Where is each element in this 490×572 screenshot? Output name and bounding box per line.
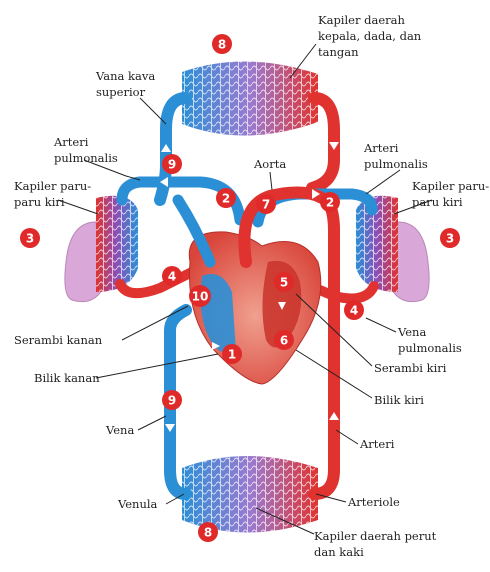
- label-serambi-kanan: Serambi kanan: [14, 333, 103, 347]
- marker-9-lower: 9: [162, 390, 182, 410]
- svg-text:8: 8: [218, 38, 226, 52]
- label-venula: Venula: [117, 497, 158, 511]
- label-vena-kava: Vana kava superior: [95, 69, 155, 99]
- svg-text:paru kiri: paru kiri: [14, 195, 65, 209]
- label-kapiler-paru-left: Kapiler paru- paru kiri: [14, 179, 91, 209]
- marker-3-left: 3: [20, 228, 40, 248]
- label-kapiler-perut: Kapiler daerah perut dan kaki: [314, 529, 437, 559]
- svg-text:1: 1: [228, 348, 236, 362]
- svg-text:2: 2: [326, 196, 334, 210]
- flow-arrows: [160, 142, 339, 432]
- marker-1-right-ventricle: 1: [222, 344, 242, 364]
- svg-text:3: 3: [26, 232, 34, 246]
- svg-text:Arteri: Arteri: [363, 141, 399, 155]
- svg-text:Aorta: Aorta: [253, 157, 286, 171]
- svg-text:tangan: tangan: [318, 45, 359, 59]
- label-kapiler-paru-right: Kapiler paru- paru kiri: [412, 179, 489, 209]
- svg-text:9: 9: [168, 394, 176, 408]
- pulmonary-vein-left: [115, 257, 217, 299]
- label-serambi-kiri: Serambi kiri: [374, 361, 447, 375]
- leader-lines: [57, 43, 433, 535]
- svg-text:4: 4: [350, 304, 358, 318]
- label-vena-pulmonalis: Vena pulmonalis: [397, 325, 462, 355]
- right-lung: [391, 221, 430, 303]
- marker-5-left-atrium: 5: [274, 272, 294, 292]
- svg-text:Kapiler daerah: Kapiler daerah: [318, 13, 406, 27]
- label-aorta: Aorta: [253, 157, 286, 171]
- svg-text:2: 2: [222, 192, 230, 206]
- marker-4-left: 4: [162, 266, 182, 286]
- svg-text:7: 7: [262, 198, 270, 212]
- label-bilik-kiri: Bilik kiri: [374, 393, 424, 407]
- marker-7-aorta: 7: [256, 194, 276, 214]
- head-capillary-bed: [182, 61, 318, 136]
- left-lung-capillaries: [96, 195, 138, 292]
- arteri-lower: [308, 186, 340, 500]
- label-arteri-pulmonalis-right: Arteri pulmonalis: [363, 141, 428, 171]
- label-vena: Vena: [105, 423, 134, 437]
- svg-text:Kapiler daerah perut: Kapiler daerah perut: [314, 529, 437, 543]
- marker-4-right: 4: [344, 300, 364, 320]
- svg-text:6: 6: [280, 334, 288, 348]
- svg-text:Arteri: Arteri: [53, 135, 89, 149]
- svg-text:kepala, dada, dan: kepala, dada, dan: [318, 29, 422, 43]
- svg-text:Vana kava: Vana kava: [95, 69, 155, 83]
- marker-10-right-atrium: 10: [189, 285, 211, 307]
- right-lung-capillaries: [356, 195, 398, 292]
- svg-text:pulmonalis: pulmonalis: [398, 341, 462, 355]
- marker-8-top: 8: [212, 34, 232, 54]
- svg-text:Vena: Vena: [397, 325, 426, 339]
- svg-text:superior: superior: [96, 85, 146, 99]
- marker-8-bottom: 8: [198, 522, 218, 542]
- svg-text:dan kaki: dan kaki: [314, 545, 364, 559]
- svg-text:8: 8: [204, 526, 212, 540]
- marker-3-right: 3: [440, 228, 460, 248]
- svg-text:3: 3: [446, 232, 454, 246]
- svg-text:9: 9: [168, 158, 176, 172]
- marker-6-left-ventricle: 6: [274, 330, 294, 350]
- svg-text:4: 4: [168, 270, 176, 284]
- label-arteri: Arteri: [359, 437, 395, 451]
- svg-text:10: 10: [192, 290, 209, 304]
- marker-9-upper: 9: [162, 154, 182, 174]
- body-capillary-bed: [182, 456, 318, 533]
- marker-2-right: 2: [320, 192, 340, 212]
- marker-2-left: 2: [216, 188, 236, 208]
- svg-text:5: 5: [280, 276, 288, 290]
- left-lung: [64, 221, 103, 303]
- svg-text:Kapiler paru-: Kapiler paru-: [412, 179, 489, 193]
- svg-text:paru kiri: paru kiri: [412, 195, 463, 209]
- label-kapiler-kepala: Kapiler daerah kepala, dada, dan tangan: [318, 13, 422, 59]
- svg-text:pulmonalis: pulmonalis: [364, 157, 428, 171]
- svg-text:Kapiler paru-: Kapiler paru-: [14, 179, 91, 193]
- label-bilik-kanan: Bilik kanan: [34, 371, 100, 385]
- label-arteri-pulmonalis-left: Arteri pulmonalis: [53, 135, 118, 165]
- label-arteriole: Arteriole: [347, 495, 400, 509]
- pulmonary-vein-right: [291, 275, 379, 304]
- svg-text:pulmonalis: pulmonalis: [54, 151, 118, 165]
